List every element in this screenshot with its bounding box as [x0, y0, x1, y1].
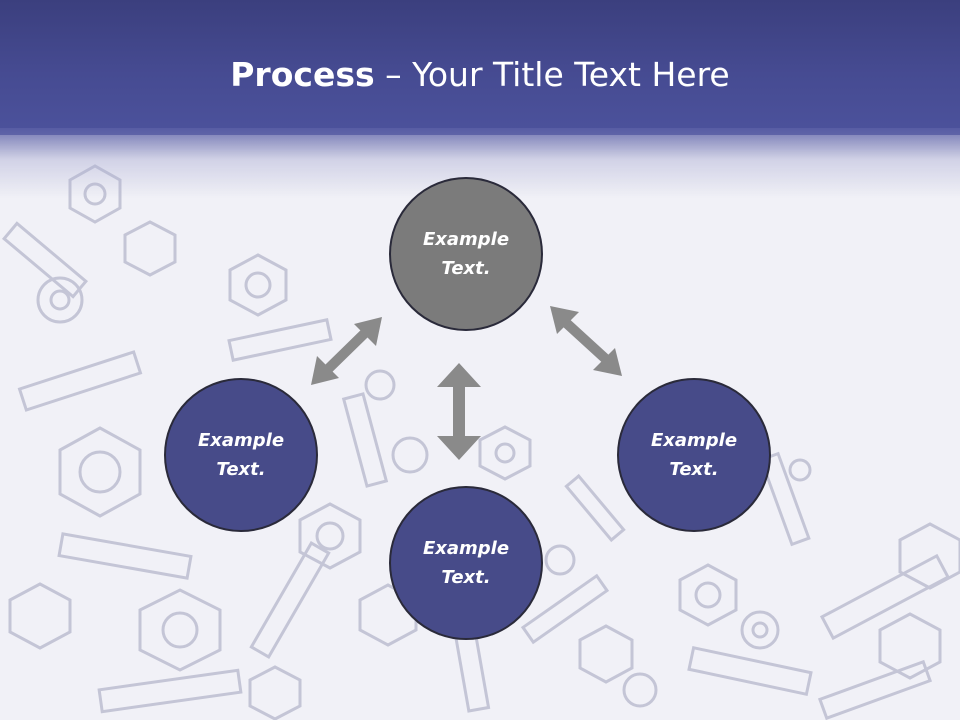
node-text-line1: Example [197, 430, 285, 451]
slide-title[interactable]: Process – Your Title Text Here [0, 52, 960, 98]
title-bar [0, 0, 960, 135]
arrow-vertical [437, 363, 481, 460]
slide-title-rest: – Your Title Text Here [374, 55, 730, 94]
process-node-top[interactable]: Example Text. [389, 177, 543, 331]
process-node-right[interactable]: Example Text. [617, 378, 771, 532]
node-text-line1: Example [422, 229, 510, 250]
arrow-left-diagonal [311, 317, 382, 385]
node-text-line2: Text. [441, 258, 491, 279]
node-text-line1: Example [650, 430, 738, 451]
process-node-bottom[interactable]: Example Text. [389, 486, 543, 640]
node-text-line2: Text. [216, 459, 266, 480]
node-text-line2: Text. [669, 459, 719, 480]
node-text-line2: Text. [441, 567, 491, 588]
arrow-right-diagonal [550, 306, 622, 376]
slide-title-bold: Process [230, 55, 375, 94]
node-text-line1: Example [422, 538, 510, 559]
process-node-left[interactable]: Example Text. [164, 378, 318, 532]
